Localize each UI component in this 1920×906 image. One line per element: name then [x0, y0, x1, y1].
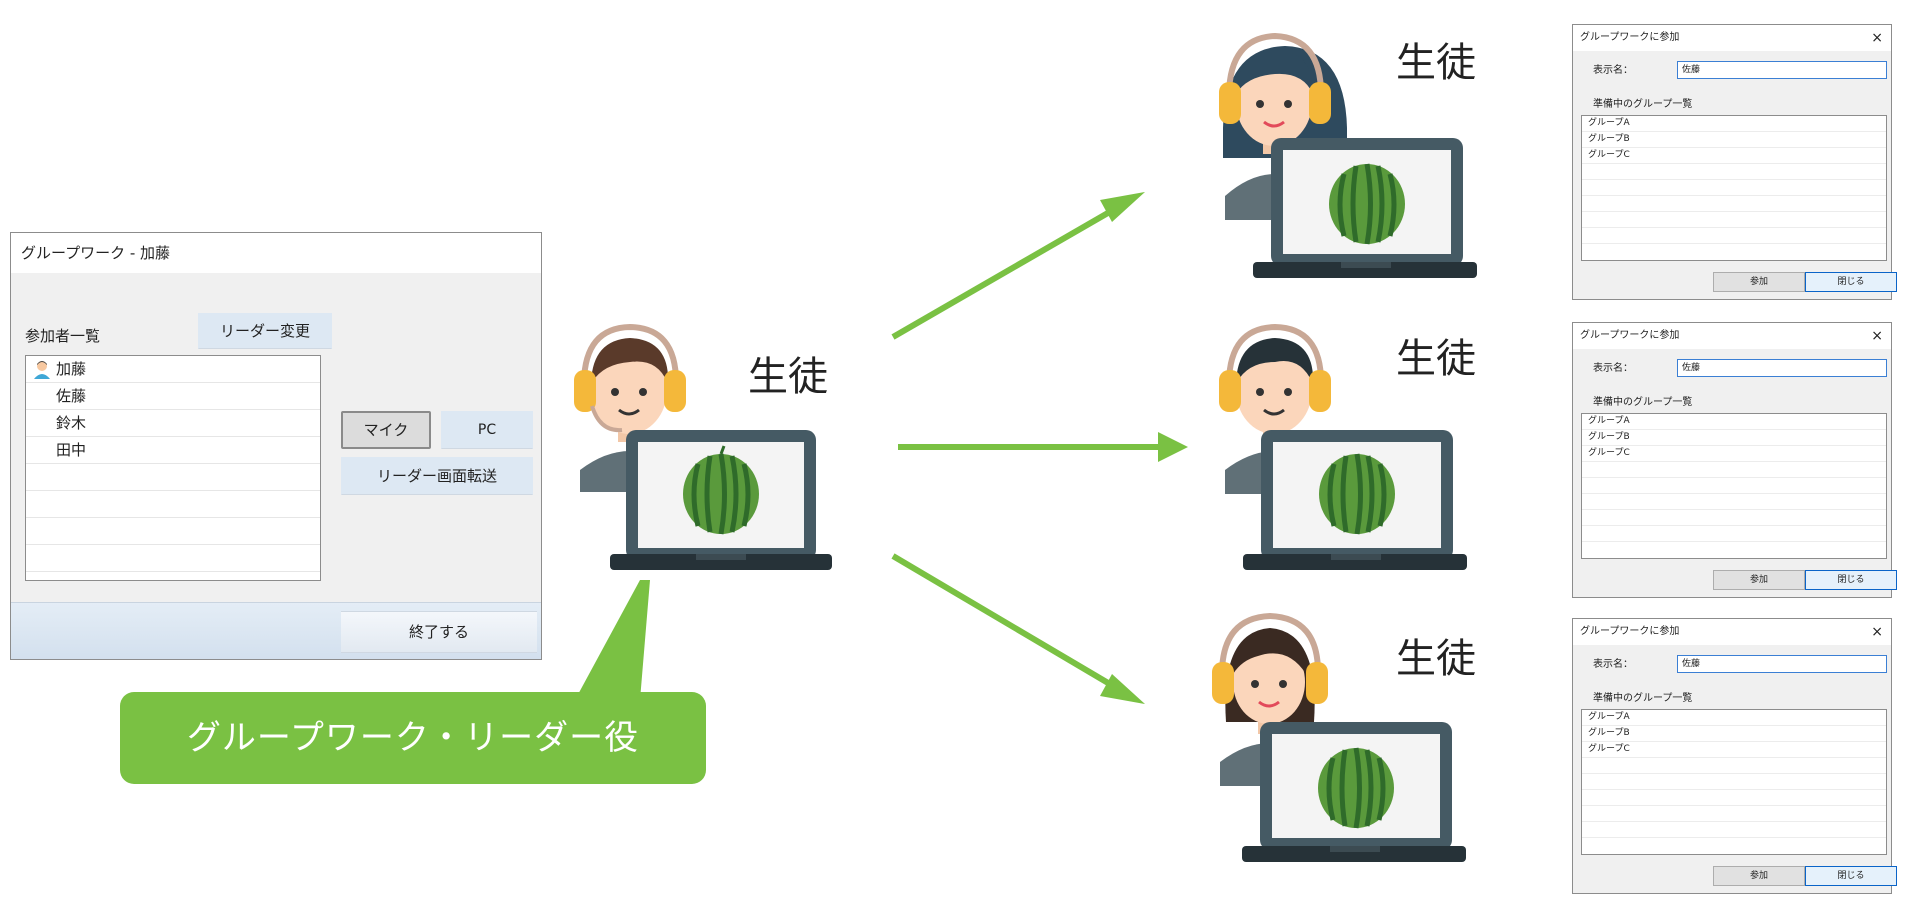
empty-row	[26, 518, 320, 545]
student-3-figure	[1198, 612, 1484, 864]
participant-name: 加藤	[56, 360, 87, 378]
group-list[interactable]: グループA グループB グループC	[1581, 413, 1887, 559]
leader-footer: 終了する	[11, 602, 541, 659]
list-item[interactable]: グループB	[1582, 132, 1886, 148]
close-button[interactable]: 閉じる	[1805, 866, 1897, 886]
group-list[interactable]: グループA グループB グループC	[1581, 115, 1887, 261]
empty-row	[1582, 526, 1886, 542]
empty-row	[1582, 228, 1886, 244]
empty-row	[1582, 790, 1886, 806]
pc-button[interactable]: PC	[441, 411, 533, 449]
male-student-with-laptop-icon	[1219, 323, 1467, 570]
empty-row	[1582, 164, 1886, 180]
empty-row	[26, 464, 320, 491]
participant-name: 鈴木	[56, 414, 87, 432]
join-button[interactable]: 参加	[1713, 570, 1805, 590]
join-dialog-title: グループワークに参加	[1573, 619, 1891, 645]
empty-row	[1582, 212, 1886, 228]
leader-student-label: 生徒	[748, 354, 828, 400]
participant-row[interactable]: 加藤	[26, 356, 320, 383]
leader-window: グループワーク - 加藤 参加者一覧 リーダー変更 加藤 佐藤 鈴木 田中	[10, 232, 542, 660]
student-3-label: 生徒	[1396, 636, 1476, 682]
leader-person-icon	[34, 361, 50, 379]
empty-row	[26, 491, 320, 518]
display-name-input[interactable]: 佐藤	[1677, 359, 1887, 377]
leader-student-figure	[570, 322, 840, 572]
groups-label: 準備中のグループ一覧	[1593, 397, 1693, 408]
arrow-head-icon	[1100, 192, 1145, 222]
empty-row	[26, 545, 320, 572]
list-item[interactable]: グループA	[1582, 116, 1886, 132]
participant-row[interactable]: 田中	[26, 437, 320, 464]
leader-window-title: グループワーク - 加藤	[11, 233, 541, 273]
list-item[interactable]: グループA	[1582, 710, 1886, 726]
female-student-with-laptop-icon	[1212, 612, 1466, 862]
display-name-label: 表示名：	[1593, 659, 1633, 670]
empty-row	[1582, 478, 1886, 494]
group-list[interactable]: グループA グループB グループC	[1581, 709, 1887, 855]
display-name-input[interactable]: 佐藤	[1677, 61, 1887, 79]
close-icon[interactable]: ×	[1871, 328, 1883, 344]
join-button[interactable]: 参加	[1713, 866, 1805, 886]
join-dialog-title: グループワークに参加	[1573, 25, 1891, 51]
participant-name: 田中	[56, 441, 87, 459]
close-button[interactable]: 閉じる	[1805, 570, 1897, 590]
leader-role-callout: グループワーク・リーダー役	[120, 692, 706, 784]
list-item[interactable]: グループB	[1582, 430, 1886, 446]
participant-row[interactable]: 鈴木	[26, 410, 320, 437]
display-name-input[interactable]: 佐藤	[1677, 655, 1887, 673]
leader-change-button[interactable]: リーダー変更	[198, 313, 332, 349]
empty-row	[1582, 462, 1886, 478]
list-item[interactable]: グループC	[1582, 446, 1886, 462]
empty-row	[1582, 822, 1886, 838]
male-student-with-laptop-icon	[574, 323, 832, 570]
student-2-label: 生徒	[1396, 336, 1476, 382]
join-dialog-title: グループワークに参加	[1573, 323, 1891, 349]
arrow-to-student-3	[891, 553, 1122, 693]
close-icon[interactable]: ×	[1871, 624, 1883, 640]
groups-label: 準備中のグループ一覧	[1593, 693, 1693, 704]
arrow-head-icon	[1100, 674, 1145, 704]
close-button[interactable]: 閉じる	[1805, 272, 1897, 292]
join-dialog: グループワークに参加 × 表示名： 佐藤 準備中のグループ一覧 グループA グル…	[1572, 618, 1897, 894]
list-item[interactable]: グループC	[1582, 148, 1886, 164]
close-icon[interactable]: ×	[1871, 30, 1883, 46]
empty-row	[1582, 774, 1886, 790]
list-item[interactable]: グループA	[1582, 414, 1886, 430]
arrow-head-icon	[1158, 432, 1188, 462]
end-button[interactable]: 終了する	[341, 611, 537, 653]
student-1-label: 生徒	[1396, 40, 1476, 86]
empty-row	[1582, 806, 1886, 822]
list-item[interactable]: グループB	[1582, 726, 1886, 742]
empty-row	[1582, 494, 1886, 510]
female-student-with-laptop-icon	[1219, 32, 1477, 278]
join-dialog: グループワークに参加 × 表示名： 佐藤 準備中のグループ一覧 グループA グル…	[1572, 24, 1897, 300]
arrow-to-student-1	[891, 203, 1122, 340]
empty-row	[1582, 510, 1886, 526]
list-item[interactable]: グループC	[1582, 742, 1886, 758]
empty-row	[1582, 180, 1886, 196]
participants-label: 参加者一覧	[25, 327, 101, 345]
student-2-figure	[1205, 322, 1485, 574]
display-name-label: 表示名：	[1593, 65, 1633, 76]
join-button[interactable]: 参加	[1713, 272, 1805, 292]
screen-transfer-button[interactable]: リーダー画面転送	[341, 457, 533, 495]
empty-row	[1582, 758, 1886, 774]
participant-row[interactable]: 佐藤	[26, 383, 320, 410]
display-name-label: 表示名：	[1593, 363, 1633, 374]
empty-row	[1582, 196, 1886, 212]
participant-list[interactable]: 加藤 佐藤 鈴木 田中	[25, 355, 321, 581]
join-dialog: グループワークに参加 × 表示名： 佐藤 準備中のグループ一覧 グループA グル…	[1572, 322, 1897, 598]
groups-label: 準備中のグループ一覧	[1593, 99, 1693, 110]
student-1-figure	[1205, 28, 1485, 280]
participant-name: 佐藤	[56, 387, 87, 405]
mic-button[interactable]: マイク	[341, 411, 431, 449]
